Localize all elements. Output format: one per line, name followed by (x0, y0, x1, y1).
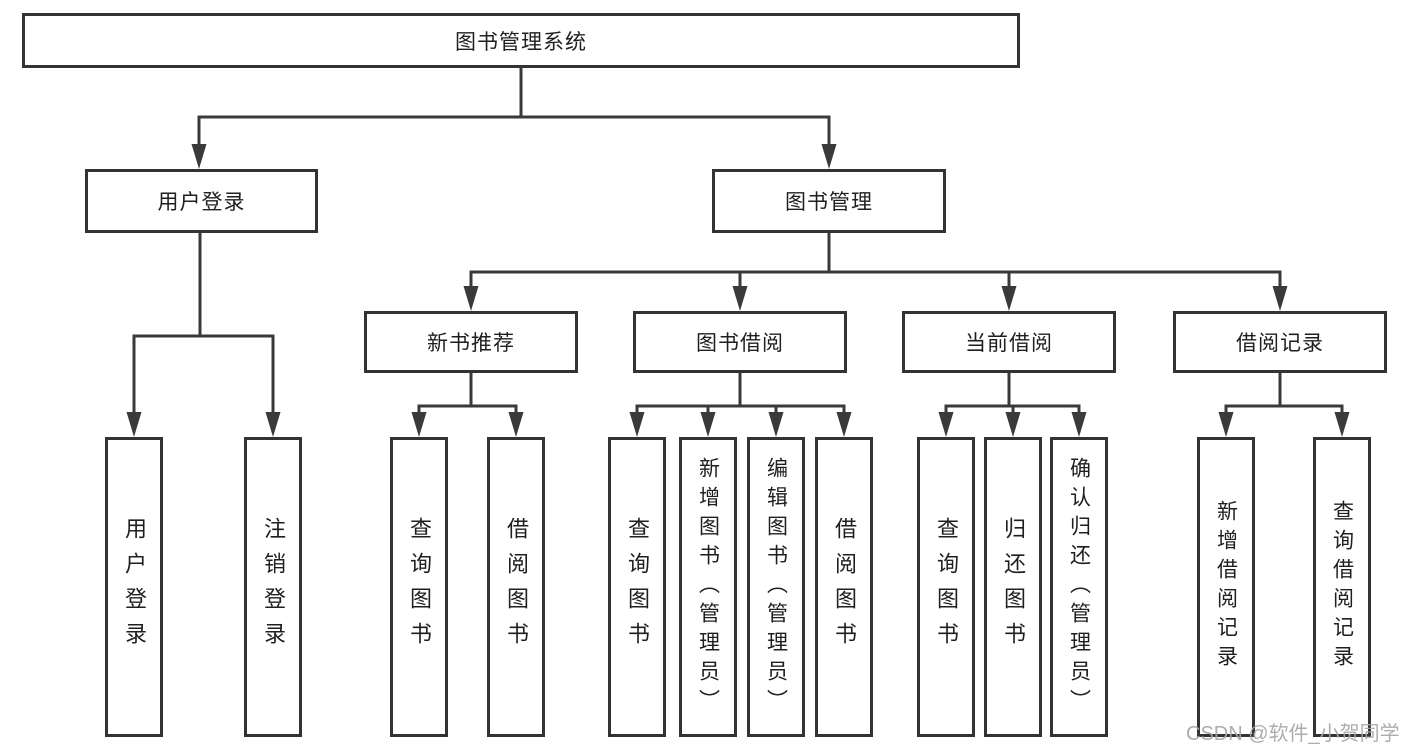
leaf-query-books-3-label: 查询图书 (934, 517, 959, 657)
node-user-login-label: 用户登录 (157, 191, 246, 214)
node-new-book-recommend: 新书推荐 (364, 311, 578, 373)
node-user-login: 用户登录 (85, 169, 318, 233)
leaf-user-login-label: 用户登录 (122, 517, 147, 657)
leaf-query-books-2-label: 查询图书 (625, 517, 650, 657)
node-book-borrow-label: 图书借阅 (696, 332, 784, 355)
node-book-management-label: 图书管理 (785, 191, 873, 214)
node-book-management: 图书管理 (712, 169, 946, 233)
leaf-query-books-1-label: 查询图书 (407, 517, 432, 657)
connector-user-login (132, 231, 275, 420)
leaf-query-books-1: 查询图书 (390, 437, 448, 737)
leaf-edit-book-admin: 编辑图书（管理员） (747, 437, 805, 737)
connector-root (197, 66, 831, 152)
connector-new-book-recommend (417, 371, 518, 420)
leaf-return-book-label: 归还图书 (1001, 517, 1026, 657)
leaf-logout-label: 注销登录 (261, 517, 286, 657)
node-borrow-record-label: 借阅记录 (1236, 332, 1324, 355)
leaf-return-book: 归还图书 (984, 437, 1042, 737)
leaf-borrow-books-2-label: 借阅图书 (832, 517, 857, 657)
leaf-confirm-return-admin: 确认归还（管理员） (1050, 437, 1108, 737)
leaf-query-books-3: 查询图书 (917, 437, 975, 737)
connector-book-management (469, 231, 1282, 294)
connector-book-borrow (635, 371, 846, 420)
connector-current-borrow (944, 371, 1081, 420)
node-root-system: 图书管理系统 (22, 13, 1020, 68)
leaf-logout: 注销登录 (244, 437, 302, 737)
node-book-borrow: 图书借阅 (633, 311, 847, 373)
leaf-add-book-admin-label: 新增图书（管理员） (696, 456, 720, 718)
leaf-user-login: 用户登录 (105, 437, 163, 737)
connector-borrow-record (1224, 371, 1344, 420)
leaf-borrow-books-1-label: 借阅图书 (504, 517, 529, 657)
arrowheads (126, 144, 1350, 437)
leaf-confirm-return-admin-label: 确认归还（管理员） (1067, 456, 1091, 718)
node-current-borrow-label: 当前借阅 (965, 332, 1053, 355)
leaf-add-borrow-record-label: 新增借阅记录 (1214, 500, 1238, 674)
leaf-add-book-admin: 新增图书（管理员） (679, 437, 737, 737)
leaf-query-books-2: 查询图书 (608, 437, 666, 737)
leaf-add-borrow-record: 新增借阅记录 (1197, 437, 1255, 737)
leaf-query-borrow-record: 查询借阅记录 (1313, 437, 1371, 737)
node-current-borrow: 当前借阅 (902, 311, 1116, 373)
csdn-watermark: CSDN @软件_小贺同学 (1186, 723, 1400, 745)
leaf-borrow-books-2: 借阅图书 (815, 437, 873, 737)
leaf-edit-book-admin-label: 编辑图书（管理员） (764, 456, 788, 718)
leaf-query-borrow-record-label: 查询借阅记录 (1330, 500, 1354, 674)
node-new-book-recommend-label: 新书推荐 (427, 332, 515, 355)
node-root-label: 图书管理系统 (455, 30, 587, 54)
leaf-borrow-books-1: 借阅图书 (487, 437, 545, 737)
node-borrow-record: 借阅记录 (1173, 311, 1387, 373)
